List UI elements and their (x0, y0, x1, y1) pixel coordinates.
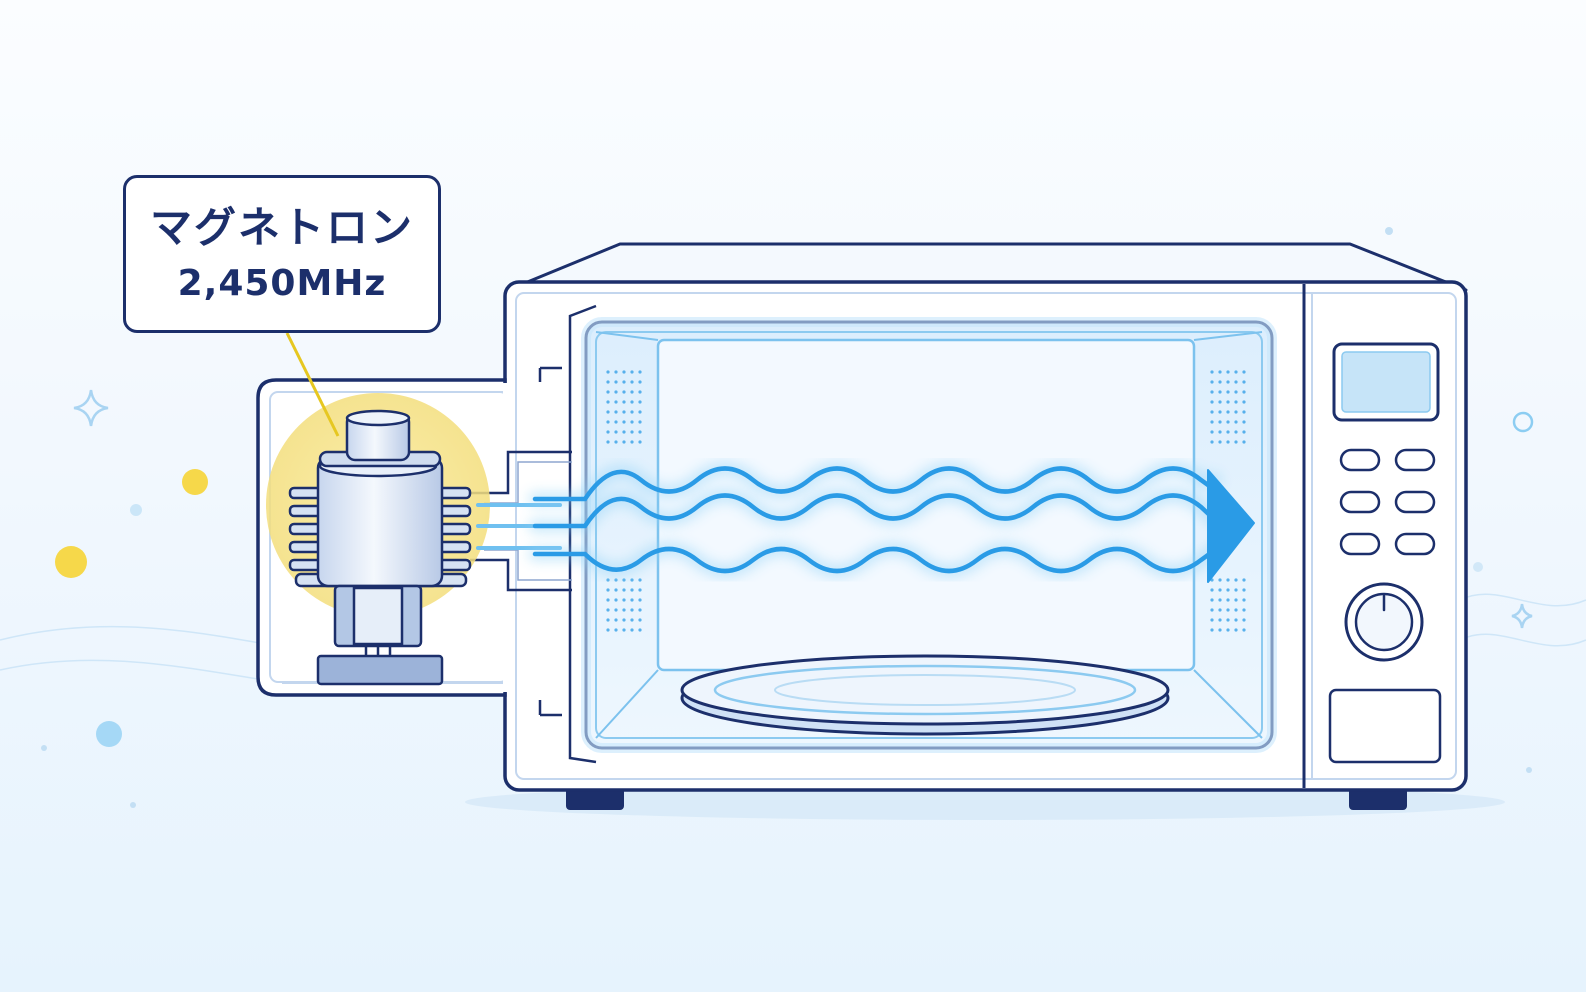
foot-right (1349, 786, 1407, 810)
microwave-wave-icon (528, 461, 1255, 583)
control-buttons[interactable] (1339, 448, 1436, 556)
panel-button[interactable] (1339, 490, 1381, 514)
door-frame (538, 304, 597, 764)
panel-button[interactable] (1394, 490, 1436, 514)
door-release-button[interactable] (1328, 688, 1442, 764)
decorative-dots (41, 227, 1534, 808)
vent-right (1210, 370, 1246, 632)
dial-knob-icon[interactable] (1344, 582, 1424, 662)
panel-button[interactable] (1339, 448, 1381, 472)
magnetron-label-box: マグネトロン 2,450MHz (123, 175, 441, 333)
wave-arrowhead (1207, 469, 1255, 583)
panel-button[interactable] (1339, 532, 1381, 556)
panel-button[interactable] (1394, 532, 1436, 556)
panel-button[interactable] (1394, 448, 1436, 472)
control-panel (1332, 342, 1440, 422)
magnetron-title: マグネトロン (149, 203, 414, 253)
sparkle-icon (73, 389, 1533, 629)
turntable-icon (680, 654, 1170, 736)
foot-left (566, 786, 624, 810)
magnetron-icon (288, 409, 472, 686)
vent-left (606, 370, 642, 632)
label-leader-line (285, 332, 340, 437)
magnetron-frequency: 2,450MHz (177, 262, 387, 304)
